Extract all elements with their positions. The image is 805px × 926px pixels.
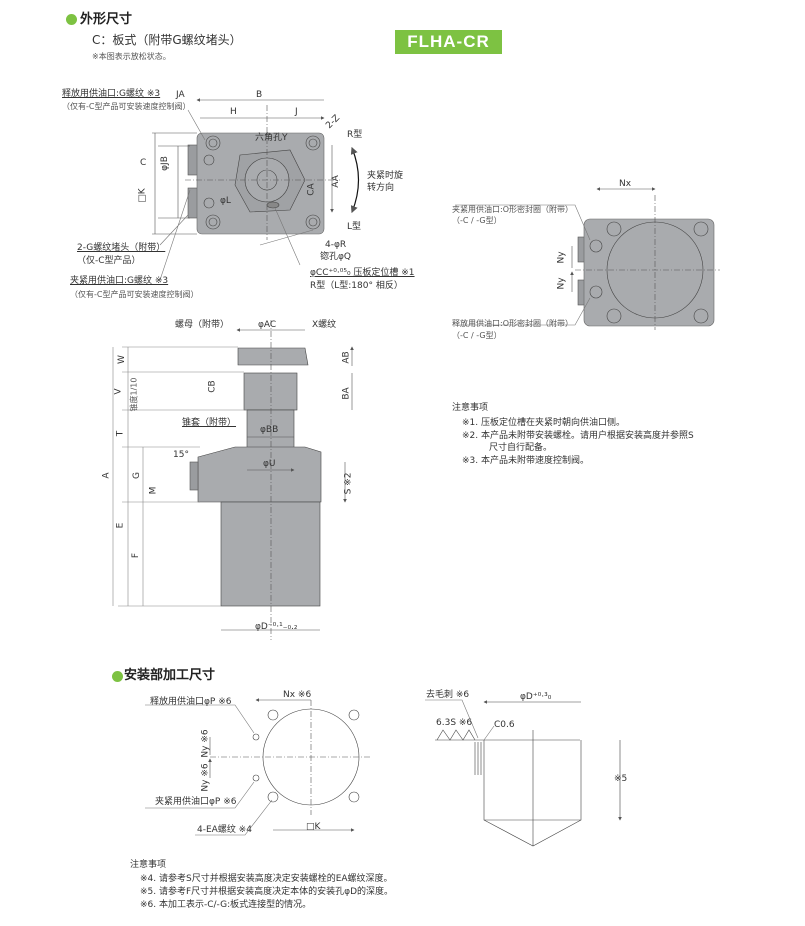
label: 六角孔Y (255, 133, 288, 143)
label: 锥套（附带） (182, 418, 237, 428)
label: Ny ※6 (200, 729, 211, 758)
label: G (131, 472, 142, 479)
label: 释放用供油口:G螺纹 ※3 (62, 89, 161, 99)
note-item: ※3. 本产品未附带速度控制阀。 (462, 456, 589, 466)
label: C (140, 158, 147, 168)
label: （仅有-C型产品可安装速度控制阀） (62, 102, 191, 111)
subtitle: C：板式（附带G螺纹堵头） (92, 33, 242, 47)
label: R型（L型:180° 相反） (310, 281, 403, 291)
label: Ny (556, 251, 567, 264)
label: 夹紧用供油口:G螺纹 ※3 (70, 276, 169, 286)
label: A (101, 472, 112, 479)
label: Nx ※6 (283, 690, 312, 700)
label: φBB (260, 425, 279, 435)
label: M (148, 486, 159, 495)
label: 6.3S ※6 (436, 718, 473, 728)
label: 锪孔φQ (320, 252, 352, 262)
label: C0.6 (494, 720, 515, 730)
notes-title: 注意事项 (130, 860, 167, 870)
label: JA (176, 90, 185, 100)
label: （-C / -G型） (452, 331, 502, 340)
notes-title: 注意事项 (452, 403, 489, 413)
section-title: 安装部加工尺寸 (124, 668, 216, 683)
label: □K (137, 188, 148, 203)
label: 螺母（附带） (175, 320, 230, 330)
mount-view (145, 700, 370, 836)
label: B (256, 90, 263, 100)
label: V (113, 388, 124, 395)
section-title: 外形尺寸 (80, 12, 133, 27)
label: J (295, 107, 298, 117)
label: φU (263, 459, 276, 469)
label: （-C / -G型） (452, 216, 502, 225)
label: F (131, 552, 142, 559)
label: 夹紧用供油口φP ※6 (155, 797, 237, 807)
label: 夹紧时旋 (367, 171, 404, 181)
model-badge: FLHA-CR (395, 30, 502, 54)
label: AA (330, 175, 341, 188)
label: R型 (347, 130, 363, 140)
label: φD⁺⁰·³₀ (520, 692, 552, 702)
label: Ny ※6 (200, 763, 211, 792)
top-view (152, 100, 360, 281)
note-item: ※6. 本加工表示-C/-G:板式连接型的情况。 (140, 900, 312, 910)
port-view (455, 187, 720, 330)
label: □K (306, 822, 321, 832)
label: W (116, 355, 127, 364)
note-item: ※5. 请参考F尺寸并根据安装高度决定本体的安装孔φD的深度。 (140, 887, 394, 897)
bullet-icon (66, 14, 77, 25)
label: 2-G螺纹堵头（附带） (77, 243, 166, 253)
label: L型 (347, 222, 362, 232)
label: T (115, 430, 126, 437)
label: S ※2 (343, 472, 354, 495)
label: H (230, 107, 237, 117)
state-note: ※本图表示放松状态。 (92, 52, 171, 61)
label: （仅-C型产品） (77, 256, 141, 266)
label: 4-EA螺纹 ※4 (197, 825, 252, 835)
label: BA (341, 387, 352, 400)
label: AB (341, 351, 352, 364)
label: 去毛刺 ※6 (426, 690, 470, 700)
label: 释放用供油口:O形密封圈（附带） (452, 319, 573, 328)
label: φAC (258, 320, 277, 330)
note-item: 尺寸自行配备。 (489, 443, 553, 453)
label: φJB (159, 156, 170, 171)
label: E (115, 522, 126, 529)
label: 锥度1/10 (129, 377, 139, 412)
note-item: ※4. 请参考S尺寸并根据安装高度决定安装螺栓的EA螺纹深度。 (140, 874, 393, 884)
label: φL (220, 196, 231, 206)
label: 释放用供油口φP ※6 (150, 697, 232, 707)
label: CB (207, 380, 218, 393)
label: ※5 (614, 774, 628, 784)
label: φD⁻⁰·¹₋₀.₂ (255, 622, 298, 632)
note-item: ※2. 本产品未附带安装螺栓。请用户根据安装高度并参照S (462, 431, 694, 441)
label: Ny (556, 277, 567, 290)
label: φCC⁺⁰·⁰⁵₀ 压板定位槽 ※1 (310, 268, 415, 278)
label: （仅有-C型产品可安装速度控制阀） (70, 290, 199, 299)
label: 4-φR (325, 240, 347, 250)
label: 夹紧用供油口:O形密封圈（附带） (452, 205, 573, 214)
note-item: ※1. 压板定位槽在夹紧时朝向供油口侧。 (462, 418, 625, 428)
front-view (112, 320, 352, 640)
bore-section (425, 700, 620, 847)
label: X螺纹 (312, 320, 337, 330)
label: Nx (619, 179, 632, 189)
label: 15° (173, 450, 189, 460)
bullet-icon (112, 671, 123, 682)
label: 转方向 (367, 183, 395, 193)
label: CA (306, 183, 317, 196)
